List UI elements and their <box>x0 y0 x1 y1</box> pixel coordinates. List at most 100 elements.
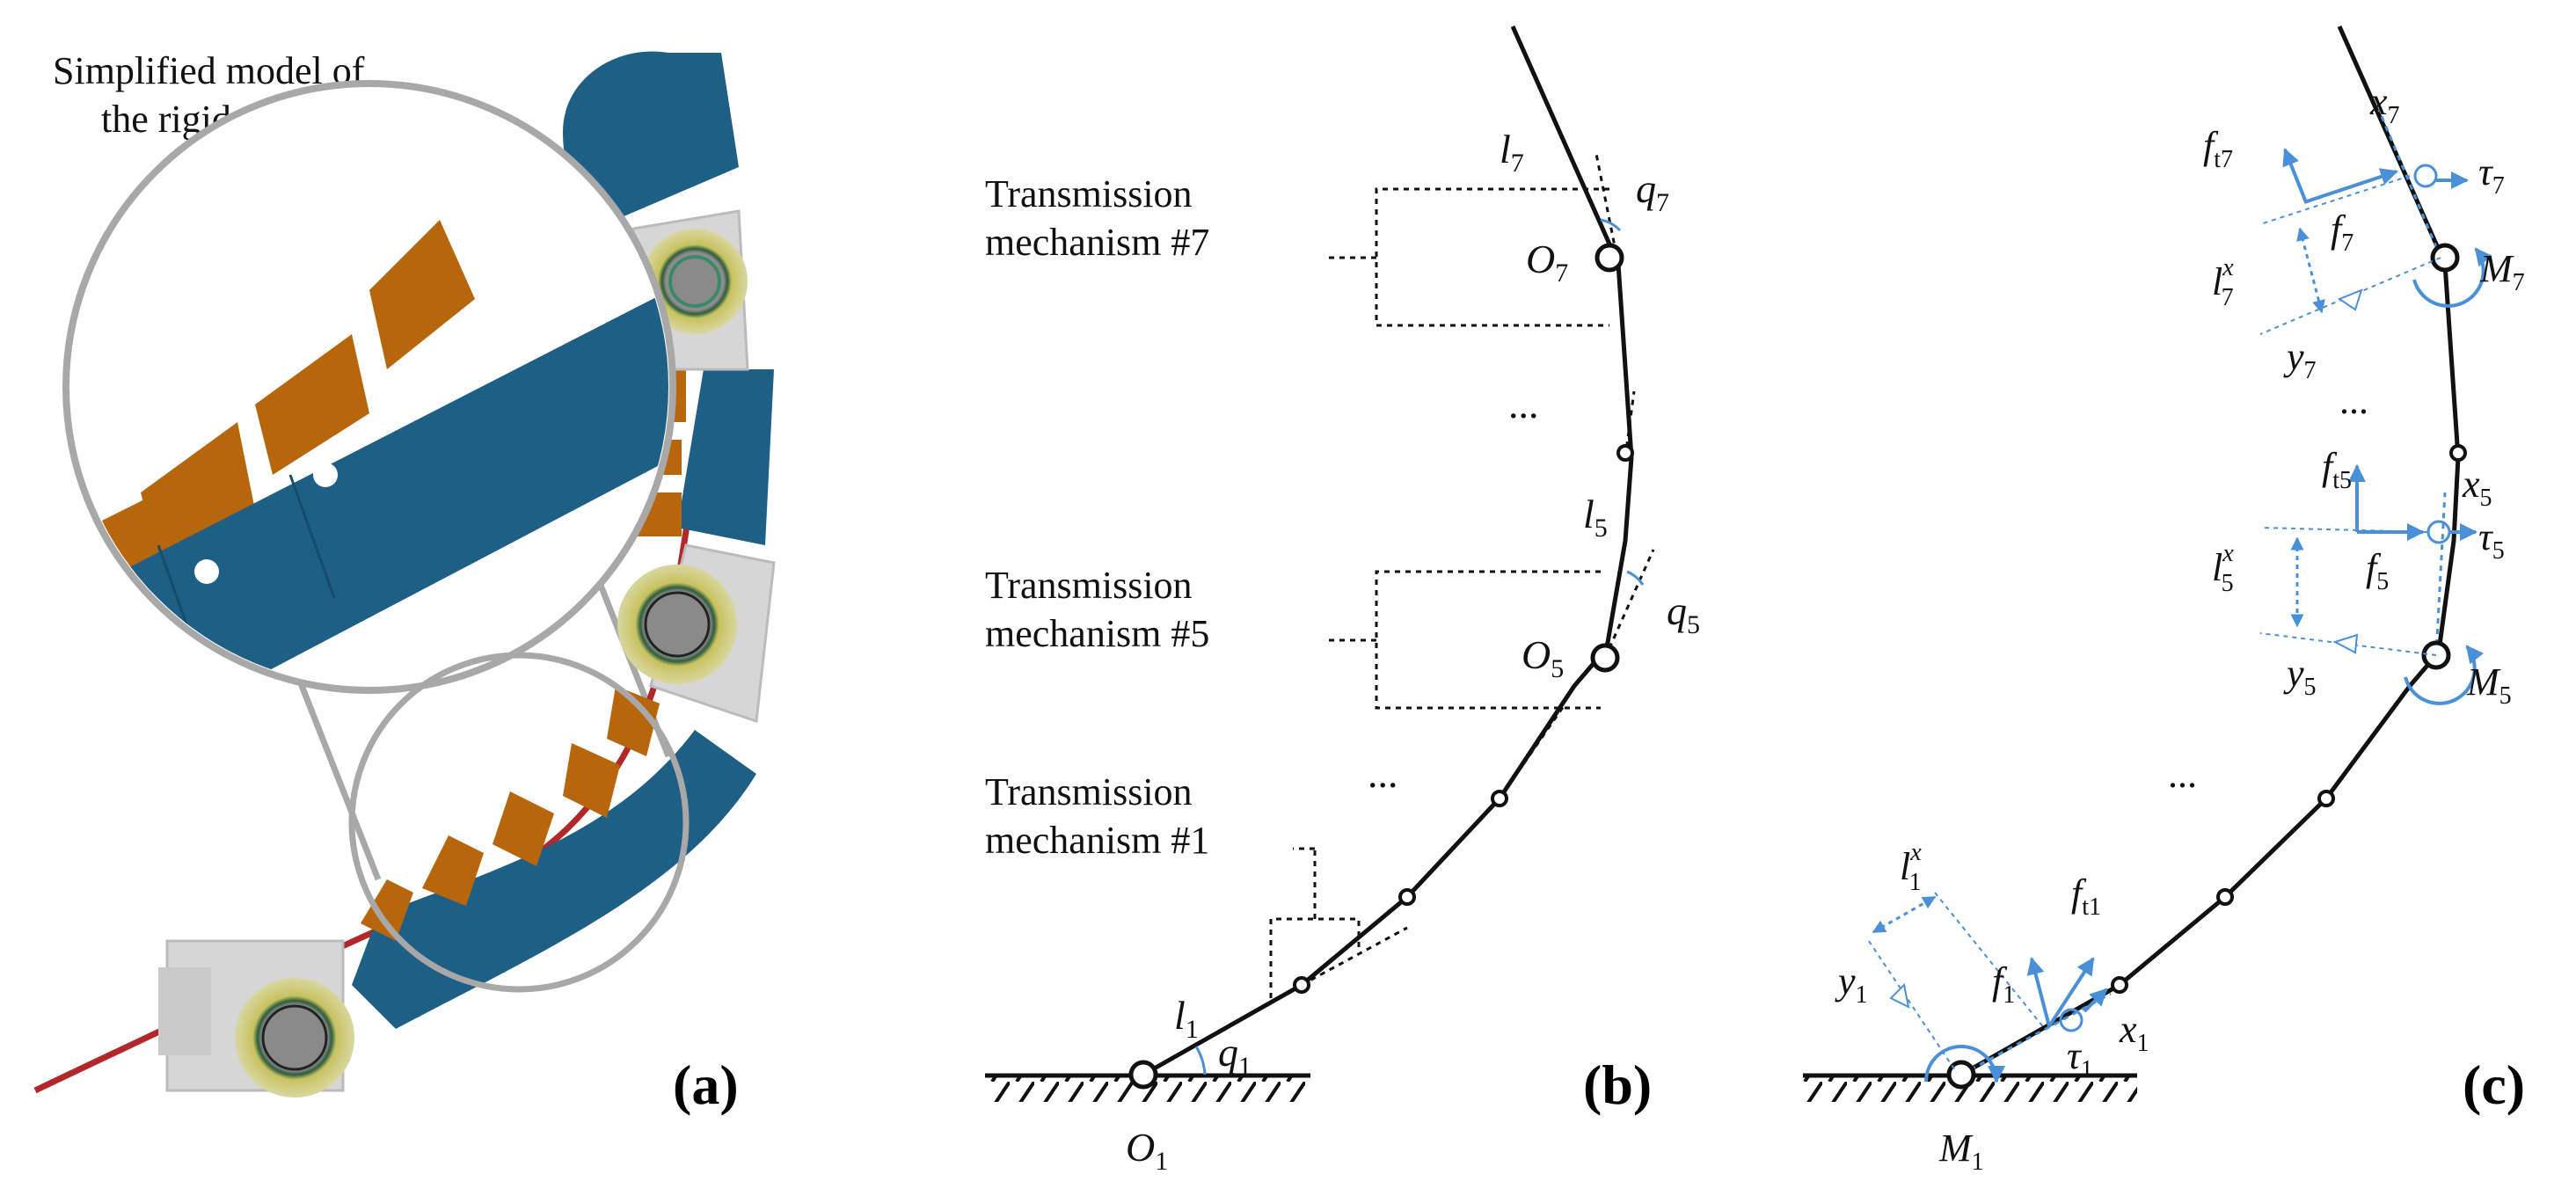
bracket-tm5 <box>1328 570 1601 710</box>
dots-c-upper: ... <box>2339 379 2368 422</box>
force-f1-arrow <box>2026 957 2051 1027</box>
tm1-line-1: Transmission <box>985 770 1193 813</box>
label-y5: y5 <box>2283 652 2317 701</box>
tm7-line-2: mechanism #7 <box>985 221 1209 264</box>
panel-a: Simplified model of the rigid-soft finge… <box>33 49 776 1116</box>
label-m1: M1 <box>1938 1127 1984 1176</box>
fingertip <box>563 51 739 220</box>
link-chain-lower <box>1959 653 2438 1077</box>
upper-blue-segment <box>677 369 774 545</box>
joint-o5 <box>1590 643 1620 673</box>
label-x5: x5 <box>2462 463 2492 512</box>
force-ft1-arrow <box>2047 957 2095 1028</box>
label-tau5: τ5 <box>2478 515 2505 565</box>
label-x7: x7 <box>2369 80 2400 129</box>
joint-small <box>2111 976 2128 994</box>
tooth <box>493 791 554 866</box>
angle-arc-q1 <box>1194 1046 1207 1076</box>
zoom-source-circle <box>348 652 690 993</box>
joint-small <box>1293 976 1310 994</box>
joint-m1 <box>1946 1060 1976 1090</box>
tangent-dash <box>1301 926 1408 987</box>
label-f5: f5 <box>2366 546 2389 595</box>
label-l1: l1 <box>1174 993 1199 1044</box>
tm1-line-2: mechanism #1 <box>985 819 1209 862</box>
panel-b: Transmission mechanism #7 Transmission m… <box>985 25 1700 1176</box>
forces-1 <box>1868 892 2108 1074</box>
label-q1: q1 <box>1218 1030 1252 1081</box>
force-ft7-arrow <box>2282 148 2308 203</box>
joint-m7 <box>2430 243 2460 273</box>
joint-small <box>1491 790 1508 807</box>
link-chain-lower <box>1142 653 1602 1077</box>
tangent-dash <box>1603 549 1655 659</box>
angle-arc-q7 <box>1600 218 1622 232</box>
joint-small <box>1616 444 1634 462</box>
tangent-dash <box>1594 153 1620 265</box>
label-q5: q5 <box>1667 588 1700 639</box>
bearing-shaft-icon <box>644 591 711 658</box>
label-o5: O5 <box>1522 632 1564 683</box>
moment-arc-m7 <box>2412 247 2493 308</box>
tm5-line-2: mechanism #5 <box>985 612 1209 655</box>
label-o1: O1 <box>1126 1125 1168 1176</box>
angle-arc-q5 <box>1626 570 1645 586</box>
dim-l1x <box>1872 895 1937 934</box>
moment-arc-m5 <box>2404 645 2485 705</box>
dots-c-lower: ... <box>2168 753 2197 796</box>
moment-arc-m1 <box>1924 1045 2005 1083</box>
caption-a: (a) <box>673 1054 739 1116</box>
label-tau7: τ7 <box>2478 150 2505 200</box>
forces-5 <box>2259 464 2477 656</box>
tooth <box>563 743 620 818</box>
label-f1: f1 <box>1992 959 2015 1009</box>
tangent-dash <box>1498 703 1567 799</box>
tm5-line-1: Transmission <box>985 564 1193 607</box>
joint-small <box>2449 444 2467 462</box>
bearing-shaft-icon <box>261 1004 328 1071</box>
bracket-tm1 <box>1269 847 1361 998</box>
axis-x1 <box>1960 992 2112 1076</box>
joint-small <box>2216 888 2234 906</box>
bracket-tm7 <box>1328 187 1609 327</box>
label-l7: l7 <box>1500 127 1524 178</box>
label-o7: O7 <box>1526 237 1568 288</box>
dots-b-upper: ... <box>1508 382 1539 427</box>
tm7-line-1: Transmission <box>985 172 1193 215</box>
label-y7: y7 <box>2283 335 2317 384</box>
tooth <box>422 835 484 906</box>
label-tau1: τ1 <box>2067 1034 2093 1083</box>
joint-o1 <box>1128 1060 1158 1090</box>
caption-b: (b) <box>1583 1054 1652 1116</box>
torque-tau1-arrow <box>2083 988 2108 1013</box>
joint-o7 <box>1594 243 1624 273</box>
callout-line-1: Simplified model of <box>53 49 365 92</box>
label-ft5: ft5 <box>2322 445 2352 494</box>
tooth <box>361 879 413 941</box>
caption-c: (c) <box>2463 1054 2525 1116</box>
forces-7 <box>2259 148 2469 335</box>
label-y1: y1 <box>1835 959 1868 1009</box>
link-chain-upper <box>1510 25 1634 659</box>
label-l5: l5 <box>1583 492 1608 543</box>
label-f7: f7 <box>2331 208 2353 257</box>
label-ft1: ft1 <box>2071 871 2101 921</box>
dots-b-lower: ... <box>1368 751 1398 796</box>
dim-l7x <box>2296 227 2325 314</box>
joint-small <box>2317 790 2335 807</box>
force-f7-arrow <box>2303 168 2398 204</box>
joint-small <box>1398 888 1416 906</box>
label-q7: q7 <box>1636 166 1669 217</box>
label-ft7: ft7 <box>2203 124 2233 173</box>
base-side <box>158 967 211 1055</box>
label-x1: x1 <box>2119 1008 2149 1057</box>
bearing-shaft-icon <box>668 255 721 308</box>
label-m7: M7 <box>2479 247 2525 296</box>
label-m5: M5 <box>2466 660 2512 710</box>
tooth <box>607 686 660 756</box>
